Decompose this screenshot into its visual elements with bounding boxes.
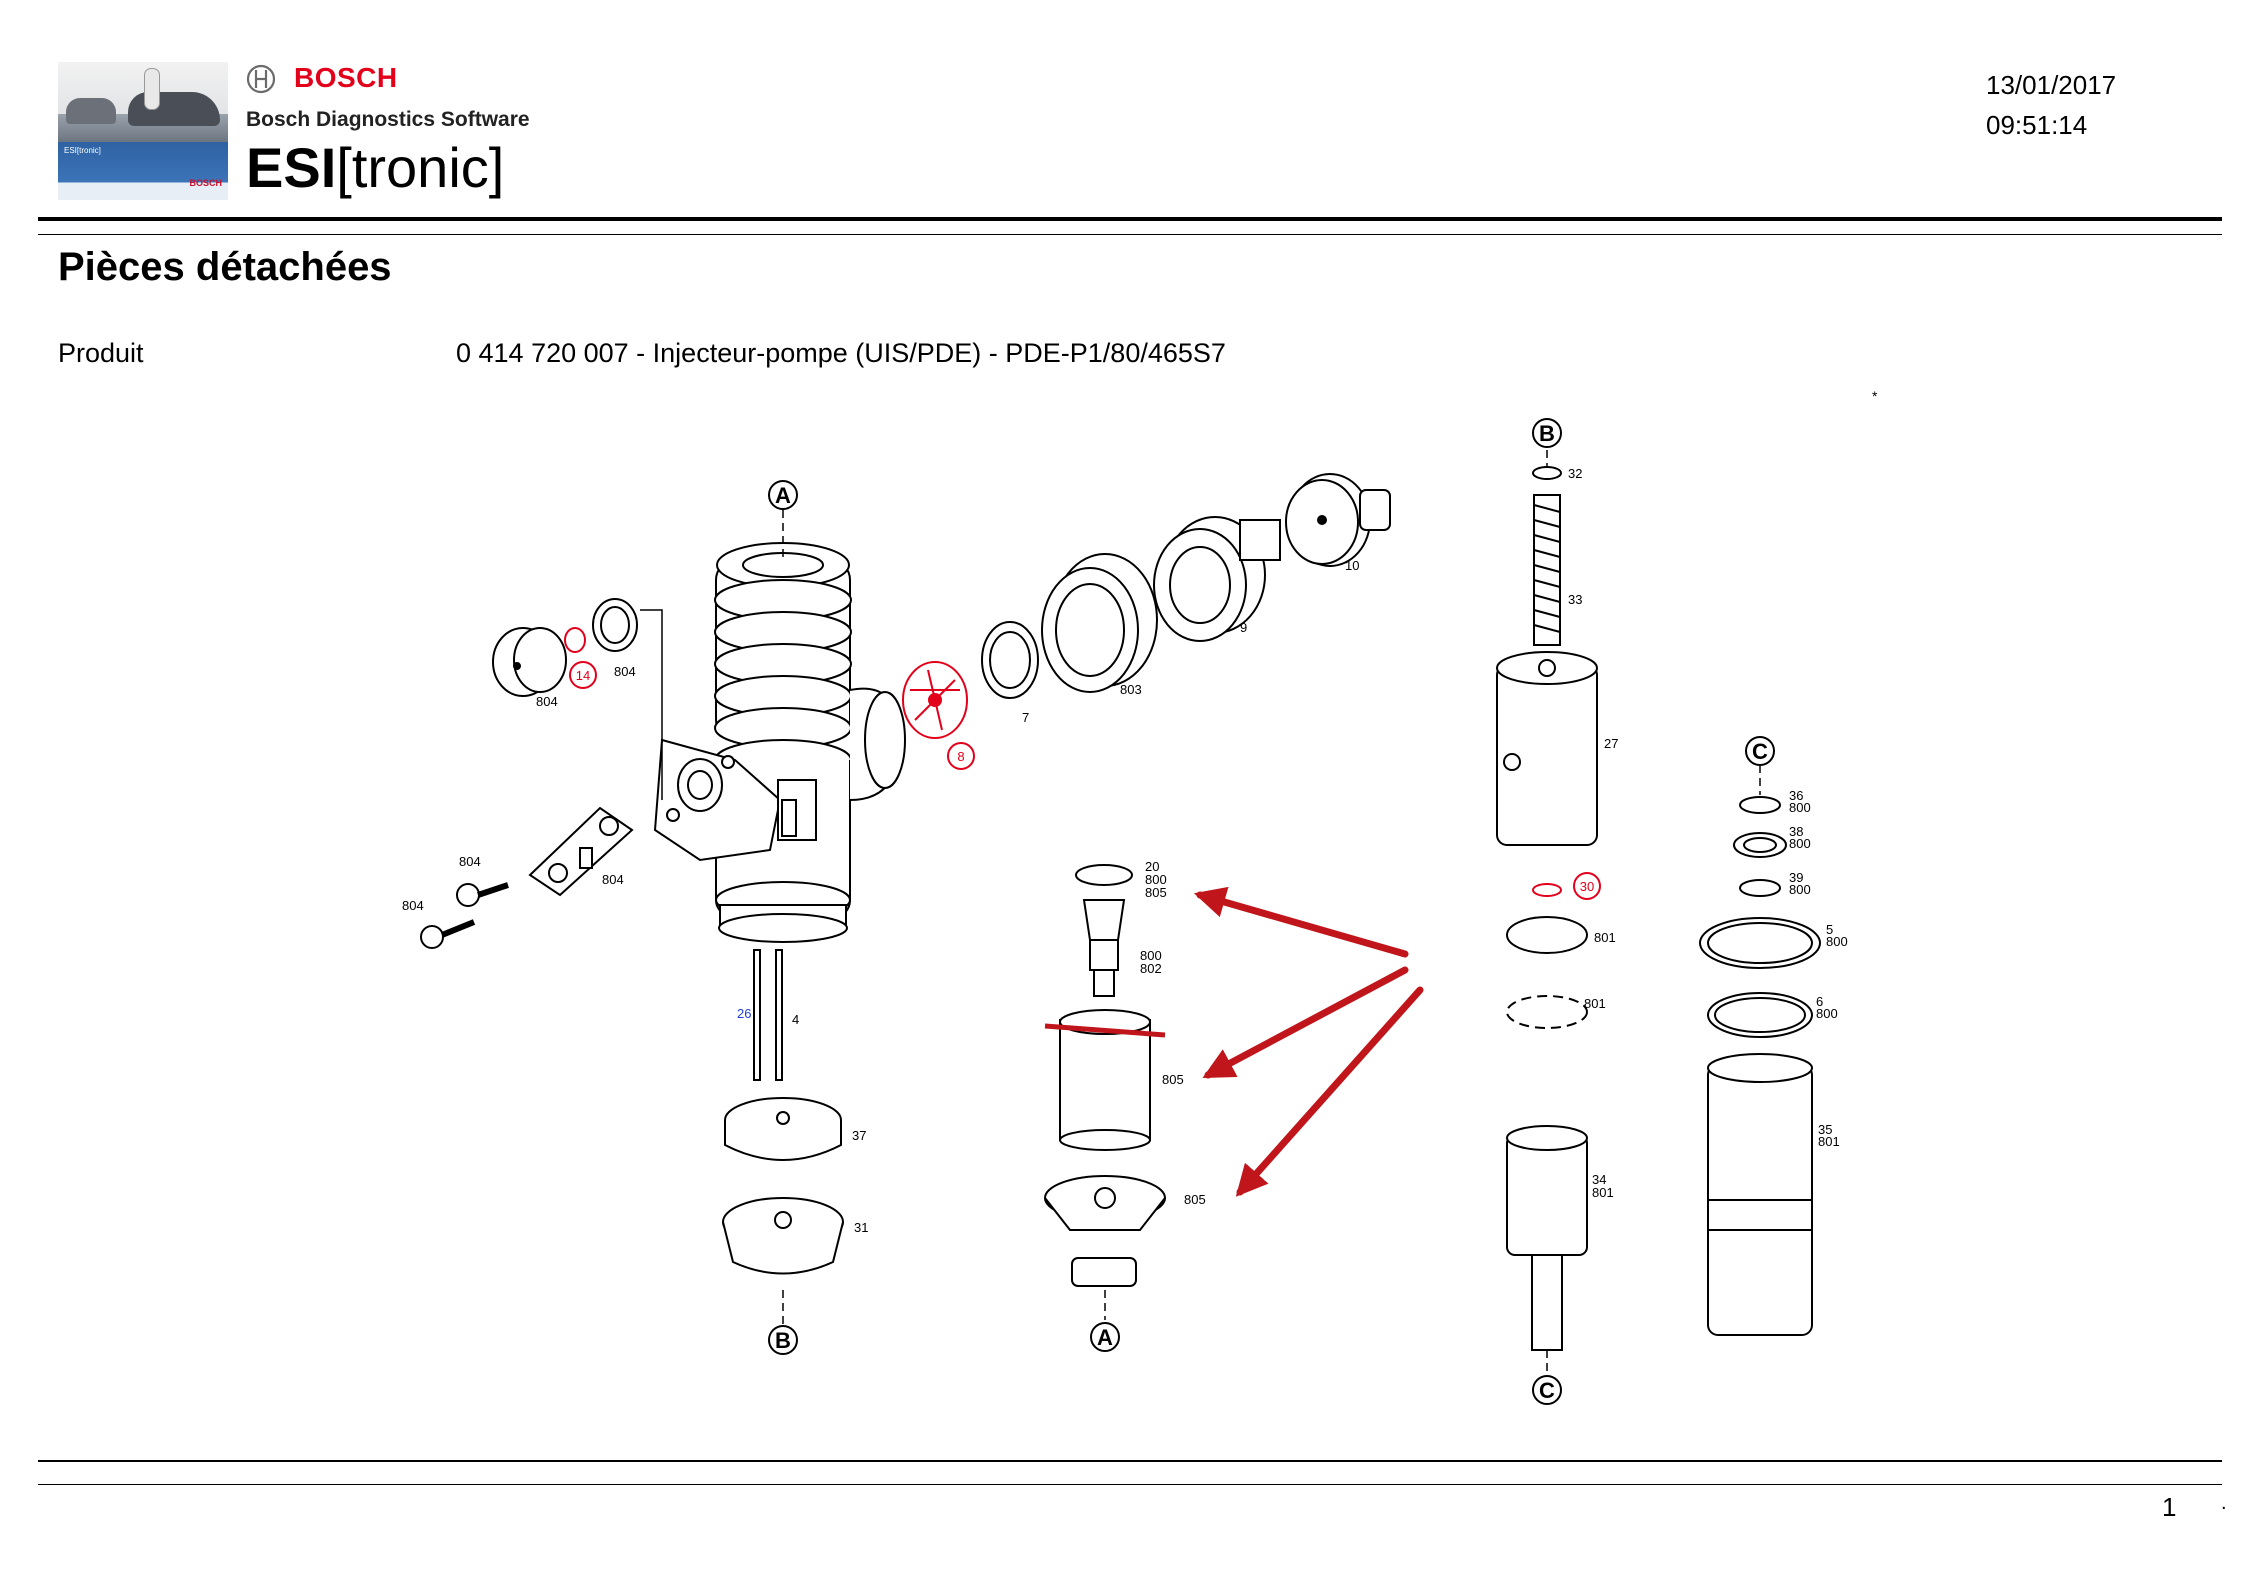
connector-A-bottom: A bbox=[1090, 1322, 1120, 1352]
page-title: Pièces détachées bbox=[58, 245, 392, 289]
part-label-804: 804 bbox=[536, 694, 558, 709]
print-time: 09:51:14 bbox=[1986, 110, 2088, 140]
svg-text:C: C bbox=[1752, 739, 1768, 764]
highlight-circle-14 bbox=[569, 661, 597, 689]
product-logo-bold: ESI bbox=[246, 136, 337, 199]
part-label-801: 801 bbox=[1592, 1185, 1614, 1200]
connector-B-top: B bbox=[1532, 418, 1562, 448]
right-column-b bbox=[1496, 466, 1598, 1351]
part-label-800: 800 bbox=[1789, 836, 1811, 851]
print-date: 13/01/2017 bbox=[1986, 70, 2117, 100]
solenoid-parts bbox=[981, 473, 1391, 699]
part-label-801: 801 bbox=[1818, 1134, 1840, 1149]
highlight-circle-8 bbox=[947, 742, 975, 770]
banner-product-text: ESI[tronic] bbox=[64, 146, 101, 155]
header-banner-image: ESI[tronic] BOSCH bbox=[58, 62, 228, 200]
left-cap-parts bbox=[492, 598, 663, 800]
trailing-mark: . bbox=[2221, 1492, 2227, 1514]
svg-text:B: B bbox=[1539, 421, 1555, 446]
banner-logo-text: BOSCH bbox=[189, 178, 222, 188]
part-label-800: 800 bbox=[1140, 948, 1162, 963]
part-label-5: 5 bbox=[1826, 922, 1833, 937]
product-value: 0 414 720 007 - Injecteur-pompe (UIS/PDE… bbox=[456, 338, 1226, 368]
part-label-20: 20 bbox=[1145, 859, 1159, 874]
header-rule-thick bbox=[38, 217, 2222, 221]
highlight-circle-30 bbox=[1573, 872, 1601, 900]
stray-mark: * bbox=[1872, 388, 1878, 404]
part-label-14: 14 bbox=[576, 668, 590, 683]
svg-text:B: B bbox=[775, 1328, 791, 1353]
header-rule-thin bbox=[38, 234, 2222, 235]
part-label-38: 38 bbox=[1789, 824, 1803, 839]
part-label-35: 35 bbox=[1818, 1122, 1832, 1137]
part-label-800: 800 bbox=[1145, 872, 1167, 887]
part-label-804: 804 bbox=[402, 898, 424, 913]
arrow-to-805-middle bbox=[1202, 966, 1409, 1079]
part-label-4: 4 bbox=[792, 1012, 799, 1027]
connector-C-bottom: C bbox=[1532, 1375, 1562, 1405]
arrow-to-805-top bbox=[1193, 886, 1409, 958]
part-label-32: 32 bbox=[1568, 466, 1582, 481]
svg-text:A: A bbox=[775, 483, 791, 508]
annotation-arrows bbox=[1193, 886, 1424, 1197]
highlighted-part-8 bbox=[902, 661, 968, 739]
svg-text:C: C bbox=[1539, 1378, 1555, 1403]
product-logo: ESI[tronic] bbox=[246, 138, 504, 198]
part-label-800: 800 bbox=[1816, 1006, 1838, 1021]
part-label-34: 34 bbox=[1592, 1172, 1606, 1187]
connector-C-top: C bbox=[1745, 736, 1775, 766]
bosch-armature-icon bbox=[246, 64, 276, 94]
page-number: 1 bbox=[2162, 1492, 2177, 1522]
connector-B-bottom: B bbox=[768, 1325, 798, 1355]
middle-parts-column bbox=[1044, 864, 1166, 1287]
part-label-803: 803 bbox=[1120, 682, 1142, 697]
clamp-bracket bbox=[420, 806, 634, 949]
software-name: Bosch Diagnostics Software bbox=[246, 108, 530, 131]
part-label-805: 805 bbox=[1184, 1192, 1206, 1207]
part-label-39: 39 bbox=[1789, 870, 1803, 885]
part-label-804: 804 bbox=[614, 664, 636, 679]
arrow-to-805-bottom bbox=[1235, 986, 1424, 1197]
part-label-8: 8 bbox=[957, 749, 964, 764]
part-label-800: 800 bbox=[1789, 882, 1811, 897]
part-label-30: 30 bbox=[1580, 879, 1594, 894]
part-label-10: 10 bbox=[1345, 558, 1359, 573]
part-label-800: 800 bbox=[1789, 800, 1811, 815]
part-label-31: 31 bbox=[854, 1220, 868, 1235]
part-label-804: 804 bbox=[459, 854, 481, 869]
strike-through-mark bbox=[1044, 1023, 1166, 1038]
connector-A-top: A bbox=[768, 480, 798, 510]
part-label-6: 6 bbox=[1816, 994, 1823, 1009]
part-label-9: 9 bbox=[1240, 620, 1247, 635]
part-label-800: 800 bbox=[1826, 934, 1848, 949]
connector-leaders bbox=[782, 450, 1761, 1375]
part-label-7: 7 bbox=[1022, 710, 1029, 725]
brand-logo-text: BOSCH bbox=[294, 62, 398, 93]
footer-rule-thin bbox=[38, 1484, 2222, 1485]
part-label-36: 36 bbox=[1789, 788, 1803, 803]
product-logo-rest: [tronic] bbox=[336, 136, 505, 199]
part-label-805: 805 bbox=[1145, 885, 1167, 900]
part-label-33: 33 bbox=[1568, 592, 1582, 607]
part-label-804: 804 bbox=[602, 872, 624, 887]
injector-body-assembly bbox=[653, 542, 906, 943]
part-label-26-link: 26 bbox=[737, 1006, 751, 1021]
footer-rule-thick bbox=[38, 1460, 2222, 1462]
part-label-801: 801 bbox=[1584, 996, 1606, 1011]
product-label: Produit bbox=[58, 338, 144, 368]
part-label-805: 805 bbox=[1162, 1072, 1184, 1087]
part-label-27: 27 bbox=[1604, 736, 1618, 751]
right-column-c bbox=[1699, 796, 1821, 1336]
svg-text:A: A bbox=[1097, 1325, 1113, 1350]
part-label-801: 801 bbox=[1594, 930, 1616, 945]
part-label-37: 37 bbox=[852, 1128, 866, 1143]
part-label-802: 802 bbox=[1140, 961, 1162, 976]
lower-left-parts bbox=[722, 949, 844, 1275]
